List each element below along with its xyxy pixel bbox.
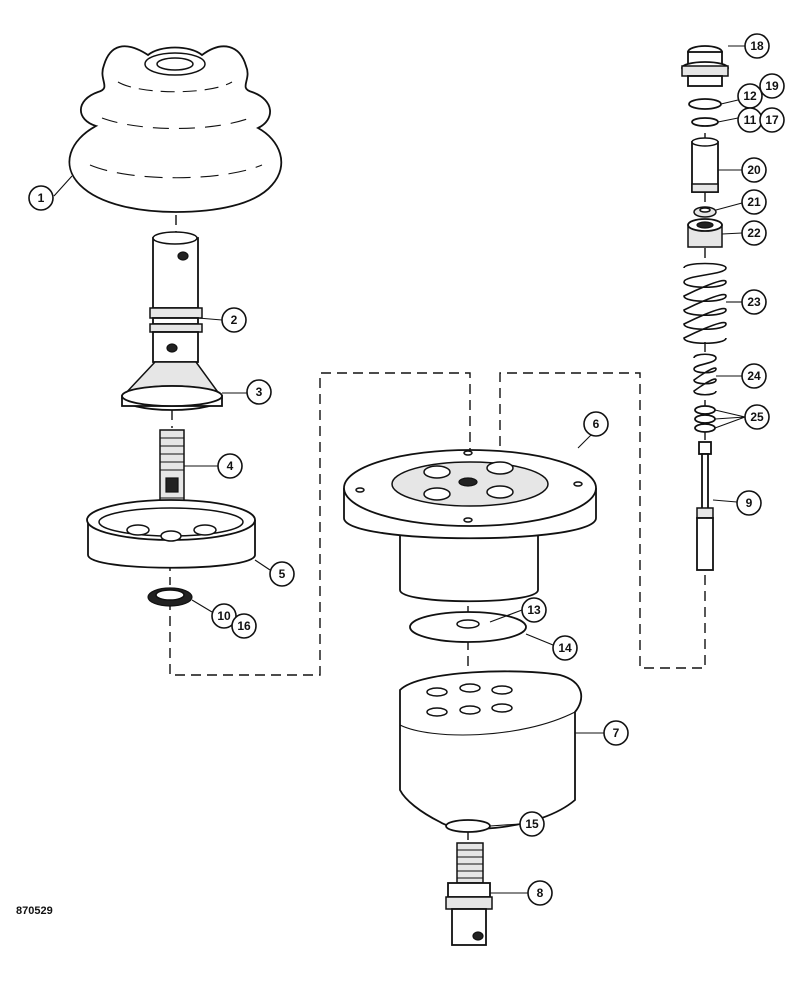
svg-text:20: 20 bbox=[747, 163, 761, 177]
callout-9: 9 bbox=[736, 490, 762, 516]
part-12-ring bbox=[688, 98, 722, 110]
part-2-shaft bbox=[149, 231, 203, 363]
leader-lines bbox=[53, 45, 746, 894]
part-18-cap bbox=[681, 45, 729, 87]
callout-22: 22 bbox=[741, 220, 767, 246]
svg-text:2: 2 bbox=[231, 313, 238, 327]
svg-text:9: 9 bbox=[746, 496, 753, 510]
svg-text:13: 13 bbox=[527, 603, 541, 617]
svg-text:1: 1 bbox=[38, 191, 45, 205]
callout-15: 15 bbox=[519, 811, 545, 837]
callout-8: 8 bbox=[527, 880, 553, 906]
callout-20: 20 bbox=[741, 157, 767, 183]
svg-text:6: 6 bbox=[593, 417, 600, 431]
svg-text:14: 14 bbox=[558, 641, 572, 655]
callout-6: 6 bbox=[583, 411, 609, 437]
part-15-oring bbox=[445, 819, 491, 833]
part-11-ring bbox=[691, 117, 719, 127]
svg-text:22: 22 bbox=[747, 226, 761, 240]
callout-14: 14 bbox=[552, 635, 578, 661]
part-21-clip bbox=[693, 206, 717, 218]
part-10-seal bbox=[147, 587, 193, 607]
callout-11-17: 11 17 bbox=[737, 107, 785, 133]
callout-5: 5 bbox=[269, 561, 295, 587]
part-9-spool bbox=[696, 441, 714, 571]
callout-18: 18 bbox=[744, 33, 770, 59]
part-22-nut bbox=[687, 218, 723, 248]
svg-text:8: 8 bbox=[537, 886, 544, 900]
callout-25: 25 bbox=[744, 404, 770, 430]
svg-text:25: 25 bbox=[750, 410, 764, 424]
svg-text:3: 3 bbox=[256, 385, 263, 399]
callout-10-16: 10 16 bbox=[211, 603, 257, 639]
part-20-sleeve bbox=[691, 137, 719, 193]
callout-12-19: 12 19 bbox=[737, 73, 785, 109]
part-1-rubber-boot bbox=[68, 45, 283, 213]
svg-text:10: 10 bbox=[217, 609, 231, 623]
part-7-block bbox=[399, 670, 583, 830]
callout-3: 3 bbox=[246, 379, 272, 405]
svg-text:5: 5 bbox=[279, 567, 286, 581]
callout-21: 21 bbox=[741, 189, 767, 215]
part-3-cone bbox=[121, 361, 223, 411]
svg-text:18: 18 bbox=[750, 39, 764, 53]
part-24-spring bbox=[693, 353, 717, 396]
callout-1: 1 bbox=[28, 185, 54, 211]
callout-24: 24 bbox=[741, 363, 767, 389]
svg-text:15: 15 bbox=[525, 817, 539, 831]
callout-2: 2 bbox=[221, 307, 247, 333]
part-5-plate bbox=[86, 499, 256, 569]
part-23-spring bbox=[683, 262, 727, 345]
svg-text:11: 11 bbox=[744, 113, 757, 127]
part-8-plug bbox=[445, 842, 493, 946]
svg-text:24: 24 bbox=[747, 369, 761, 383]
svg-text:23: 23 bbox=[747, 295, 761, 309]
part-6-body bbox=[343, 449, 597, 603]
callout-7: 7 bbox=[603, 720, 629, 746]
callout-4: 4 bbox=[217, 453, 243, 479]
svg-text:21: 21 bbox=[747, 195, 761, 209]
svg-text:12: 12 bbox=[743, 89, 757, 103]
svg-text:16: 16 bbox=[237, 619, 251, 633]
part-14-gasket bbox=[409, 611, 527, 643]
callout-13: 13 bbox=[521, 597, 547, 623]
drawing-number: 870529 bbox=[16, 905, 53, 917]
svg-text:7: 7 bbox=[613, 726, 620, 740]
part-25-shims bbox=[694, 405, 716, 433]
callout-23: 23 bbox=[741, 289, 767, 315]
svg-text:4: 4 bbox=[227, 459, 234, 473]
svg-text:19: 19 bbox=[765, 79, 779, 93]
svg-text:17: 17 bbox=[765, 113, 779, 127]
